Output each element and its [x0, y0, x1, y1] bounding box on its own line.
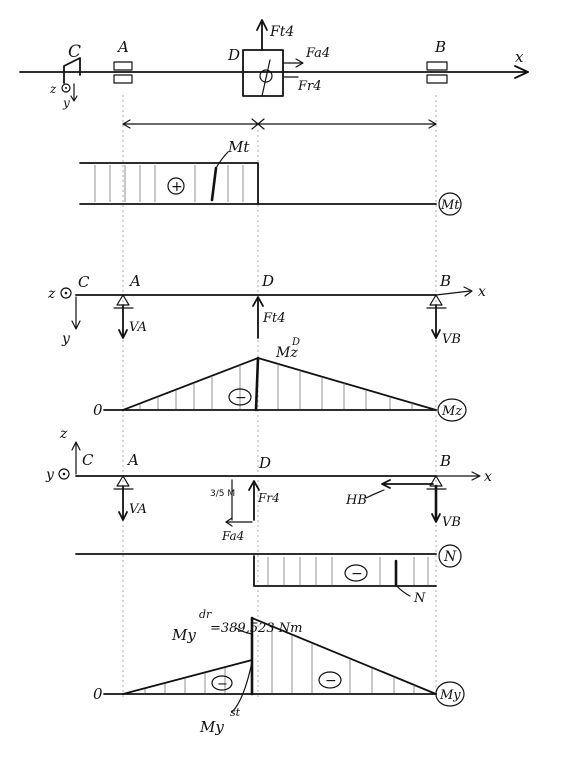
- mz-hatching: [139, 364, 413, 409]
- my-left-label: My: [199, 718, 224, 736]
- mt-hatching: [94, 165, 244, 202]
- fr4-label-1: Fr4: [297, 79, 322, 94]
- bearing-b-top: [426, 61, 448, 71]
- point-b-label: B: [434, 38, 446, 56]
- point-a-label: A: [116, 38, 129, 56]
- my-right-value: =389,523 Nm: [210, 621, 303, 636]
- mz-diagram-label: Mz: [441, 404, 462, 419]
- my-sign-right: −: [325, 673, 337, 689]
- mz-annotation-sup: D: [291, 337, 300, 348]
- fa4-label-1: Fa4: [305, 46, 330, 61]
- point-d-label-3: D: [258, 454, 271, 472]
- torque-diagram: + Mt Mt: [79, 138, 462, 216]
- ft4-label-2: Ft4: [262, 311, 286, 326]
- mz-diagram-tag: [437, 398, 467, 422]
- my-left-sup: st: [230, 706, 241, 719]
- point-c-label-2: C: [78, 273, 90, 291]
- mt-fill-outline: [79, 162, 259, 205]
- n-sign-circle: [344, 564, 368, 582]
- my-left-leader: [231, 661, 253, 713]
- mz-zero-label: 0: [93, 401, 103, 419]
- bearing-b-bottom: [426, 74, 448, 84]
- hb-label: HB: [345, 493, 367, 508]
- axis-y-label-3: y: [45, 467, 55, 483]
- point-b-label-3: B: [439, 452, 451, 470]
- bearing-a-top: [113, 61, 133, 71]
- gear-diagonal: [261, 59, 271, 97]
- mt-annotation: Mt: [227, 138, 250, 156]
- z-out-of-page-icon: [61, 83, 71, 93]
- my-right-sup: dr: [199, 608, 212, 621]
- mt-sign-circle: [167, 177, 185, 195]
- point-a-label-2: A: [128, 272, 141, 290]
- x-axis-arrow: [514, 65, 529, 79]
- axis-z-label-3: z: [59, 426, 68, 442]
- va-label-1: VA: [129, 320, 147, 335]
- mt-pointer-line: [210, 166, 218, 202]
- vb-label-1: VB: [442, 332, 461, 347]
- axis-y-label-1: y: [62, 96, 70, 110]
- n-outline: [253, 555, 437, 587]
- mz-annotation: Mz: [275, 345, 298, 361]
- my-diagram: 0 − − My dr =389,523 Nm My st My: [93, 608, 465, 736]
- n-diagram-label: N: [443, 549, 457, 565]
- gear-center-icon: [259, 69, 273, 83]
- fr4-label-2: Fr4: [257, 491, 280, 505]
- mz-sign-circle: [228, 388, 252, 406]
- my-sign-left: −: [217, 677, 228, 692]
- ft4-label-1: Ft4: [269, 24, 294, 40]
- n-sign: −: [351, 566, 363, 582]
- normal-force-diagram: N − N: [75, 544, 462, 606]
- z-out-of-page-icon-2: [60, 287, 72, 299]
- mz-sign: −: [235, 390, 247, 406]
- point-c-label: C: [68, 42, 81, 62]
- my-right-leader: [235, 627, 253, 635]
- moment-dim-label: 3/5 M: [210, 489, 235, 499]
- my-sign-circle-right: [318, 671, 342, 689]
- mt-diagram-label: Mt: [440, 198, 460, 213]
- axis-x-label: x: [515, 48, 524, 66]
- point-d-label: D: [227, 46, 240, 64]
- n-hatching: [267, 557, 429, 585]
- mz-diagram: 0 − Mz D Mz: [93, 337, 467, 422]
- mz-peak-line: [254, 356, 260, 412]
- mt-diagram-tag: [438, 192, 462, 216]
- vb-label-2: VB: [442, 515, 461, 530]
- shaft-sketch: x C z y A D Ft4 Fa4 Fr4 B: [19, 19, 529, 130]
- my-right-label: My: [171, 626, 196, 644]
- point-d-label-2: D: [261, 272, 274, 290]
- va-label-2: VA: [129, 502, 147, 517]
- my-diagram-tag: [435, 681, 465, 707]
- mz-outline: [122, 357, 437, 411]
- my-diagram-label: My: [439, 688, 461, 703]
- point-b-label-2: B: [439, 272, 451, 290]
- support-c: [63, 57, 81, 84]
- point-c-label-3: C: [82, 451, 94, 469]
- gear-d-box: [242, 49, 284, 97]
- fbd-xy-plane: x z C y A VA D Ft4 B VB: [47, 272, 486, 347]
- fbd-xz-plane: x z y C A VA D Fr4 3/5 M Fa4 B VB HB: [45, 426, 492, 543]
- my-sign-circle-left: [211, 675, 233, 691]
- axis-z-label-1: z: [49, 82, 57, 96]
- n-annotation: N: [413, 591, 426, 606]
- y-out-of-page-icon: [58, 468, 70, 480]
- axis-x-label-3: x: [484, 469, 492, 485]
- fa4-label-2: Fa4: [221, 529, 244, 543]
- n-diagram-tag: [438, 544, 462, 568]
- axis-x-label-2: x: [478, 284, 486, 300]
- my-zero-label: 0: [93, 685, 103, 703]
- my-hatching: [144, 627, 415, 693]
- axis-y-label-2: y: [61, 331, 71, 347]
- axis-z-label-2: z: [47, 286, 56, 302]
- bearing-a-bottom: [113, 74, 133, 84]
- mt-sign: +: [171, 179, 183, 195]
- point-a-label-3: A: [126, 451, 139, 469]
